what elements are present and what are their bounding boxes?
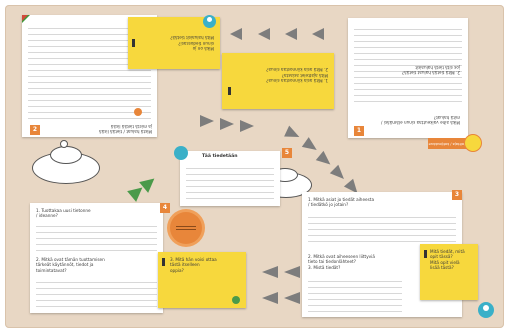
question-text: 1. Tuottakaa uusi tietonne/ ideanne? [36, 208, 91, 219]
card-1: 2. Mitä tietää haluat tietää?jos sitä ti… [348, 18, 468, 138]
step-number-badge: 1 [354, 126, 364, 136]
person-icon-head [207, 17, 212, 22]
writing-lines [354, 24, 462, 102]
arrow-left-1 [230, 28, 242, 40]
note-tab [162, 258, 165, 266]
sticky-note-y2: 1. Mitä asia kiinnostaa sinua?Mitä ajatt… [222, 53, 334, 109]
writing-lines [308, 276, 402, 312]
writing-lines [36, 221, 157, 251]
step-number-badge: 2 [30, 125, 40, 135]
role-label: Aloittaja / kotijoukkue [428, 138, 468, 149]
arrow-left-2 [258, 28, 270, 40]
card-title: Tää tiedetään [202, 154, 238, 159]
arrow-right-2 [220, 118, 234, 130]
arrow-left-4 [312, 28, 324, 40]
card-4: 1. Tuottakaa uusi tietonne/ ideanne? 2. … [30, 203, 163, 313]
arrow-left-3 [285, 28, 297, 40]
thought-cloud-left-puff [50, 146, 82, 164]
sun-badge-lines [176, 224, 196, 232]
corner-flag-red [22, 15, 28, 21]
person-icon-head [483, 305, 489, 311]
arrow-left-b4 [284, 292, 300, 304]
writing-lines [308, 212, 456, 246]
step-number-badge: 5 [282, 148, 292, 158]
step-number-badge: 3 [452, 190, 462, 200]
role-label-text: Aloittaja / kotijoukkue [428, 142, 468, 146]
note-tab [228, 87, 231, 95]
card-5: Tää tiedetään [180, 151, 280, 206]
step-number-badge: 4 [160, 203, 170, 213]
note-text: 1. Mitä asia kiinnostaa sinua?Mitä ajatt… [266, 67, 328, 84]
small-badge [134, 108, 142, 116]
arrow-left-b2 [284, 266, 300, 278]
arrow-left-b3 [262, 292, 278, 304]
note-tab [132, 39, 135, 47]
question-text: Mikä aihe vaikeuttaa sinun elämääsi /mit… [380, 114, 460, 125]
person-icon [232, 296, 240, 304]
thought-bubble-dot [60, 140, 68, 148]
writing-lines [186, 163, 274, 201]
note-tab [424, 250, 427, 258]
writing-lines [36, 277, 157, 309]
arrow-right-1 [200, 115, 214, 127]
question-text: 1. Mitkä asiat jo tiedät aiheesta/ tiedä… [308, 197, 375, 208]
person-icon [174, 146, 188, 160]
arrow-left-b1 [262, 266, 278, 278]
arrow-right-3 [240, 120, 254, 132]
person-icon [464, 134, 482, 152]
question-text: 2. Mitä tietää haluat tietää?jos sitä ti… [401, 64, 460, 75]
